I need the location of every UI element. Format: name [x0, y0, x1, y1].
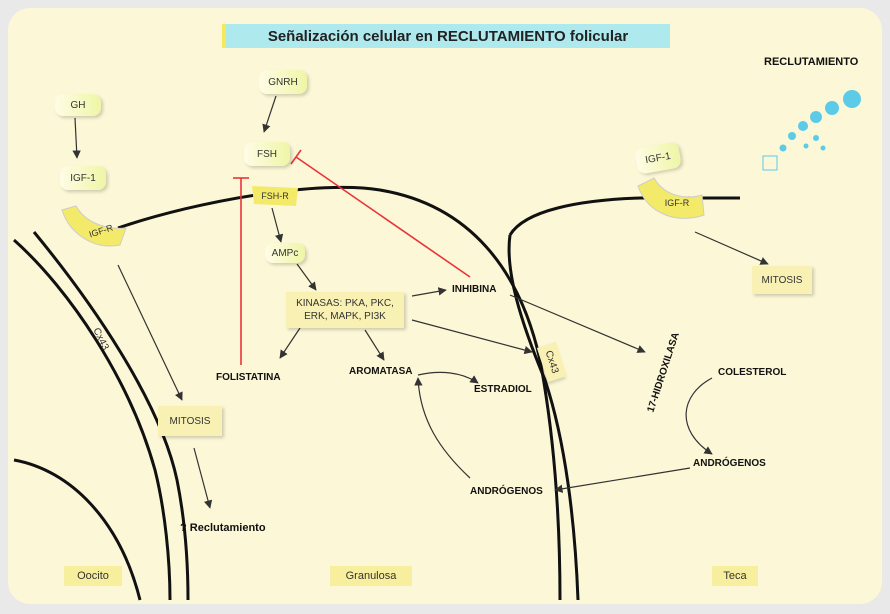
compartment-teca: Teca: [712, 566, 758, 586]
folistatina-label: FOLISTATINA: [216, 372, 281, 383]
legend-dot: [843, 90, 861, 108]
compartment-oocito: Oocito: [64, 566, 122, 586]
fsh-receptor-label: FSH-R: [261, 191, 289, 201]
theca-membrane: [508, 196, 740, 236]
receptors: [61, 177, 705, 247]
fsh-receptor-shape: [252, 186, 298, 206]
inhibition-inhibina-tbar: [290, 149, 302, 165]
legend-icon: [762, 90, 861, 171]
arrow-gh-igf1: [72, 117, 81, 159]
arrow-igfr-mitosis-right: [694, 231, 769, 265]
kinasas-line1: KINASAS: PKA, PKC,: [296, 298, 394, 309]
arrow-mitosis-reclutamiento: [193, 447, 213, 509]
oocyte-membrane-outer: [13, 238, 172, 601]
legend-dot: [810, 111, 822, 123]
gh-node: GH: [55, 94, 101, 116]
arrow-androgenos-androgenos: [554, 467, 691, 493]
arrow-ampc-kinasas: [296, 263, 317, 291]
inhibina-label: INHIBINA: [452, 284, 497, 295]
reclutamiento-label: ? Reclutamiento: [180, 522, 266, 534]
legend-dot: [798, 121, 808, 131]
androgenos-left-label: ANDRÓGENOS: [470, 486, 543, 497]
legend-dot: [803, 143, 809, 149]
theca-inner-wall: [507, 234, 580, 601]
kinasas-node: KINASAS: PKA, PKC, ERK, MAPK, PI3K: [286, 292, 404, 328]
mitosis-right-node: MITOSIS: [752, 266, 812, 294]
arrow-colesterol-androgenos: [685, 377, 713, 455]
igf1-left-node: IGF-1: [60, 166, 106, 190]
arrow-fshr-ampc: [271, 207, 284, 243]
ampc-node: AMPc: [265, 243, 305, 263]
inhibition-lines: [233, 149, 471, 365]
arrow-kinasas-cx43: [411, 319, 533, 355]
arrow-inhibina-hidroxilasa: [509, 294, 646, 353]
diagram-panel: [8, 8, 882, 604]
compartment-granulosa: Granulosa: [330, 566, 412, 586]
cell-membranes: [13, 185, 740, 601]
aromatasa-label: AROMATASA: [349, 366, 413, 377]
legend-dot: [820, 145, 826, 151]
legend-label: RECLUTAMIENTO: [764, 56, 859, 68]
arrow-kinasas-folistatina: [279, 327, 301, 359]
androgenos-right-label: ANDRÓGENOS: [693, 458, 766, 469]
mitosis-left-node: MITOSIS: [158, 406, 222, 436]
kinasas-line2: ERK, MAPK, PI3K: [304, 311, 386, 322]
legend-dot: [813, 135, 819, 141]
igf-receptor-right-label: IGF-R: [664, 198, 690, 208]
legend-dot: [779, 144, 787, 152]
igf-receptor-left-shape: [61, 205, 127, 247]
fsh-node: FSH: [244, 142, 290, 166]
arrow-androgenos-curve: [414, 377, 471, 479]
gnrh-node: GNRH: [259, 70, 307, 94]
legend-square: [762, 155, 778, 171]
oocyte-lower-arc: [13, 458, 142, 601]
arrow-kinasas-inhibina: [411, 287, 447, 297]
igf-receptor-right-shape: [637, 177, 705, 219]
legend-dot: [788, 132, 796, 140]
arrow-kinasas-aromatasa: [364, 329, 385, 361]
activation-arrows: [72, 95, 769, 509]
inhibition-inhibina-fsh: [295, 156, 471, 278]
arrow-igfr-mitosis-left: [117, 264, 183, 401]
oocyte-membrane-inner: [32, 231, 190, 601]
legend-dot: [825, 101, 839, 115]
colesterol-label: COLESTEROL: [718, 367, 787, 378]
arrow-gnrh-fsh: [262, 95, 277, 133]
estradiol-label: ESTRADIOL: [474, 384, 532, 395]
arrow-aromatasa-estradiol: [417, 371, 479, 384]
diagram-title: Señalización celular en RECLUTAMIENTO fo…: [222, 24, 670, 48]
